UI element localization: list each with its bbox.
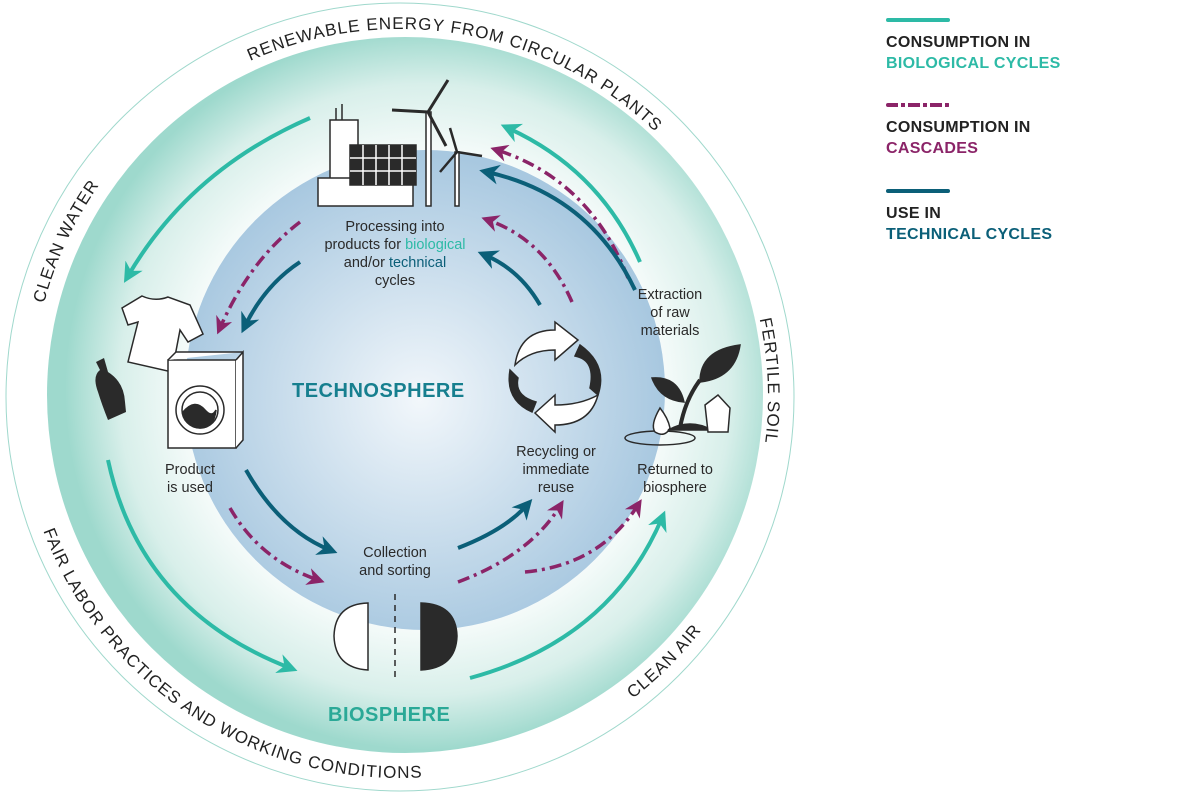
cascade-arrow-to-recycling [457,500,564,584]
label-line: biosphere [643,480,707,496]
processing-line3: and/or technical [300,254,490,272]
extraction-label: Extraction of raw materials [620,286,720,340]
recycling-icon [508,320,602,434]
processing-text: and/or [343,255,389,271]
processing-line1: Processing into [345,219,445,235]
processing-line2: products for biological [300,236,490,254]
processing-label: Processing into products for biological … [300,218,490,290]
technosphere-disc [185,150,665,630]
cascade-arrow-to-returned [524,499,642,574]
legend-line-solid-dark-teal [886,189,950,193]
returned-label: Returned to biosphere [615,461,735,497]
processing-text: products for [324,237,406,253]
label-line: Returned to [637,462,713,478]
cascade-arrow-to-product [216,220,302,335]
legend-subtitle: CASCADES [886,140,979,157]
tech-arrow-to-collection [244,469,338,555]
legend-subtitle: BIOLOGICAL CYCLES [886,55,1061,72]
collection-bins-icon [333,594,458,680]
collection-label: Collection and sorting [340,544,450,580]
legend-biological: CONSUMPTION IN BIOLOGICAL CYCLES [886,18,1061,74]
label-line: Extraction [637,287,703,303]
tshirt-icon [121,295,204,373]
label-line: Recycling or [516,444,596,460]
legend-line-dashdot-magenta [886,103,950,107]
legend-line-solid-teal [886,18,950,22]
biosphere-label: BIOSPHERE [328,704,451,726]
legend-subtitle: TECHNICAL CYCLES [886,226,1053,243]
bio-arrow-to-plants [500,123,642,263]
technical-word: technical [388,255,447,271]
label-line: of raw [650,305,690,321]
label-line: immediate [522,462,590,478]
cascade-arrow-from-recycling [481,215,574,303]
label-line: Collection [363,545,427,561]
product-used-label: Product is used [140,461,240,497]
factory-solar-wind-icon [317,79,483,207]
cascade-arrow-from-extraction [490,144,630,279]
tech-arrow-to-product [241,260,302,334]
legend-title: CONSUMPTION IN [886,119,1031,136]
tech-arrow-recycling-to-processing [477,250,542,306]
label-line: Product [165,462,215,478]
legend-technical: USE IN TECHNICAL CYCLES [886,189,1052,245]
label-line: is used [167,480,213,496]
processing-line4: cycles [374,273,416,289]
technosphere-label: TECHNOSPHERE [292,380,465,402]
legend-title: CONSUMPTION IN [886,34,1031,51]
label-line: materials [640,323,700,339]
outer-ring [5,2,795,792]
washing-machine-icon [167,350,244,449]
tech-arrow-to-recycling [457,498,533,550]
label-line: reuse [537,480,575,496]
legend-cascades: CONSUMPTION IN CASCADES [886,103,1031,159]
legend-title: USE IN [886,205,942,222]
label-line: and sorting [359,563,431,579]
cascade-arrow-to-collection [228,507,325,585]
bio-arrow-to-biosphere-bottom [106,459,298,673]
recycling-label: Recycling or immediate reuse [496,443,616,497]
bottle-icon [95,358,126,420]
plant-water-crystal-icon [624,344,741,446]
tech-arrow-extraction-to-plants [479,164,637,291]
bio-arrow-to-product [123,116,311,283]
biological-word: biological [405,237,466,253]
bio-arrow-to-returned [469,510,667,680]
